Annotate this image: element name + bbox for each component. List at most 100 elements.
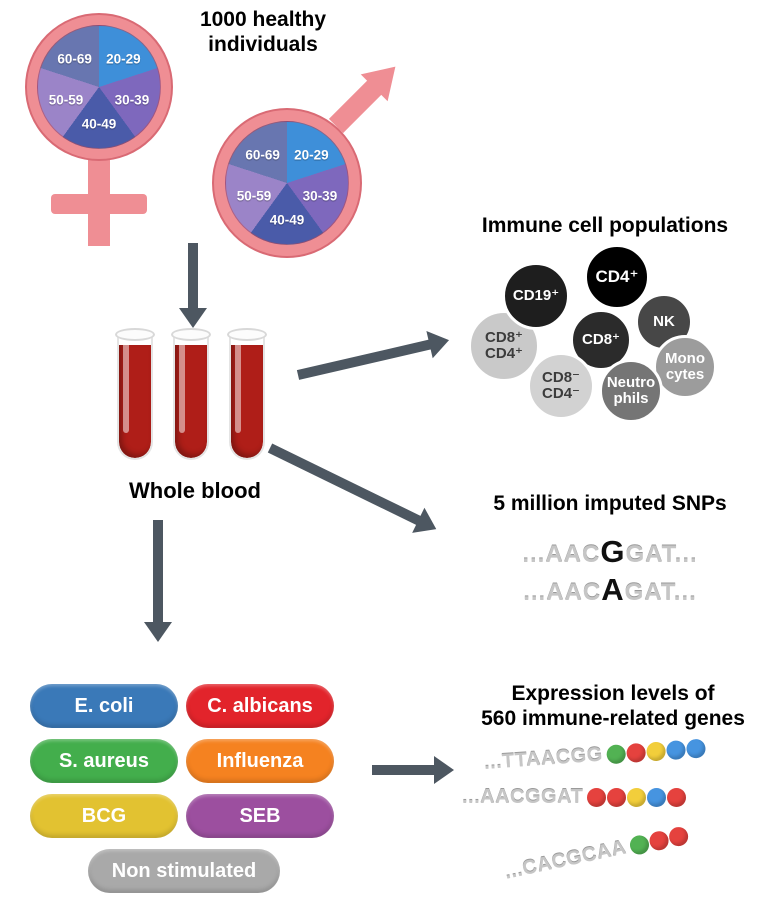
cohort-title-line2: individuals: [208, 32, 318, 56]
blood-tube-icon: [115, 328, 155, 462]
bead-blue-icon: [685, 738, 707, 759]
tube-highlight: [235, 341, 241, 433]
tube-rim: [115, 328, 155, 341]
stimulus-influenza: Influenza: [186, 739, 334, 783]
age-label-30-39: 30-39: [114, 92, 150, 108]
snp-sequence-post: GAT...: [625, 541, 698, 568]
female-symbol-crossbar: [51, 194, 147, 214]
snp-sequence-post: GAT...: [624, 579, 697, 606]
stimulus-saureus: S. aureus: [30, 739, 178, 783]
cell-cd8neg-cd4neg: CD8⁻ CD4⁻: [527, 352, 595, 420]
age-label-60-69: 60-69: [245, 147, 280, 163]
snp-sequence-pre: ...AAC: [522, 541, 601, 568]
arrow-stimuli-to-expression: [372, 755, 454, 785]
bead-red-icon: [587, 788, 607, 807]
tube-glass: [117, 336, 153, 460]
blood-tube-icon: [171, 328, 211, 462]
cell-label: CD4⁺: [485, 345, 523, 362]
expression-heading: Expression levels of 560 immune-related …: [458, 682, 768, 732]
tube-rim: [227, 328, 267, 341]
bead-red-icon: [607, 788, 627, 807]
snp-sequence-row: ...AAC G GAT...: [452, 534, 768, 570]
cell-cd19: CD19⁺: [502, 262, 570, 330]
cell-label: CD4⁻: [542, 385, 580, 402]
cell-label: Mono: [665, 350, 705, 368]
age-label-20-29: 20-29: [106, 51, 141, 67]
expression-sequence-row: ...TTAACGG: [483, 737, 707, 775]
age-label-40-49: 40-49: [269, 212, 305, 228]
arrow-shaft: [153, 520, 163, 624]
cell-label: cytes: [665, 366, 705, 383]
expression-sequence-row: ...AACGGAT: [462, 786, 687, 809]
cell-label: phils: [613, 390, 649, 407]
bead-chain: [586, 788, 687, 807]
stimulus-label: Non stimulated: [111, 859, 257, 882]
expression-heading-line2: 560 immune-related genes: [481, 706, 745, 730]
cell-label: CD8⁻: [542, 369, 580, 387]
bead-chain: [627, 825, 690, 857]
expression-heading-line1: Expression levels of: [511, 682, 715, 705]
stimulus-bcg: BCG: [30, 794, 178, 838]
snp-allele-highlight: A: [601, 572, 625, 607]
arrow-head-icon: [144, 622, 172, 642]
stimulus-ecoli: E. coli: [30, 684, 178, 728]
bead-yellow-icon: [646, 741, 667, 762]
stimulus-label: E. coli: [74, 694, 134, 717]
cell-label: CD4⁺: [595, 267, 639, 287]
snp-allele-highlight: G: [600, 534, 626, 569]
stimulus-label: C. albicans: [207, 694, 313, 717]
expression-sequence: ...AACGGAT: [462, 786, 584, 808]
arrow-head-icon: [426, 326, 453, 359]
age-label-50-59: 50-59: [236, 188, 272, 204]
cohort-title-line1: 1000 healthy: [199, 8, 327, 31]
expression-sequence: ...TTAACGG: [483, 743, 604, 774]
arrow-shaft: [296, 339, 433, 380]
bead-red-icon: [667, 788, 687, 807]
blood-tube-icon: [227, 328, 267, 462]
expression-sequence: ...CACGCAA: [502, 836, 629, 884]
bead-red-icon: [667, 825, 690, 848]
cell-label: CD8⁺: [485, 329, 523, 347]
tube-glass: [229, 336, 265, 460]
arrow-blood-to-cells: [295, 326, 453, 390]
stimulus-label: SEB: [239, 804, 281, 827]
male-symbol: 20-29 30-39 40-49 50-59 60-69: [210, 50, 415, 265]
bead-green-icon: [628, 833, 651, 857]
bead-green-icon: [606, 744, 627, 765]
stimulus-label: Influenza: [216, 749, 304, 772]
female-age-pie: 20-29 30-39 40-49 50-59 60-69: [37, 25, 161, 149]
arrow-shaft: [372, 765, 436, 775]
snps-heading: 5 million imputed SNPs: [493, 492, 727, 515]
age-label-20-29: 20-29: [294, 147, 329, 163]
tube-highlight: [123, 341, 129, 433]
age-label-50-59: 50-59: [48, 92, 84, 108]
stimulus-label: BCG: [81, 804, 127, 827]
bead-yellow-icon: [627, 788, 647, 807]
age-label-30-39: 30-39: [302, 188, 338, 204]
bead-chain: [605, 738, 707, 765]
bead-red-icon: [647, 829, 671, 853]
blood-tubes: [115, 328, 275, 470]
tube-highlight: [179, 341, 185, 433]
cell-neutrophils: Neutro phils: [599, 359, 663, 423]
tube-rim: [171, 328, 211, 341]
arrow-head-icon: [412, 507, 443, 542]
cell-label: CD8⁺: [582, 331, 620, 349]
arrow-head-icon: [179, 308, 207, 328]
stimulus-seb: SEB: [186, 794, 334, 838]
arrow-individuals-to-blood: [178, 243, 208, 328]
cell-monocytes: Mono cytes: [653, 335, 717, 399]
cell-label: CD19⁺: [512, 287, 560, 305]
cohort-title: 1000 healthy individuals: [168, 8, 358, 58]
bead-blue-icon: [665, 739, 687, 761]
stimulus-label: S. aureus: [58, 749, 150, 772]
cell-label: NK: [653, 313, 675, 331]
snp-sequence-row: ...AAC A GAT...: [452, 572, 768, 608]
snp-sequence-pre: ...AAC: [523, 579, 602, 606]
expression-sequence-row: ...CACGCAA: [503, 823, 691, 884]
stimulus-calbicans: C. albicans: [186, 684, 334, 728]
bead-red-icon: [626, 742, 647, 763]
cell-label: Neutro: [606, 374, 656, 392]
arrow-shaft: [188, 243, 198, 310]
